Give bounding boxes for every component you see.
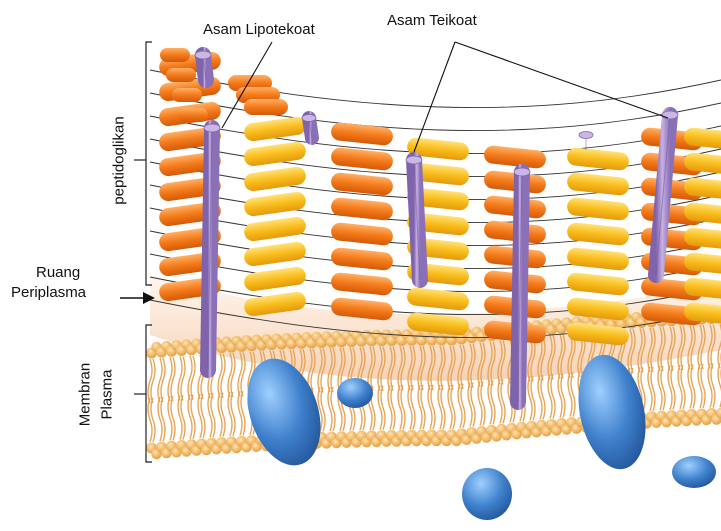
rod-cap [195, 51, 211, 59]
lipoteichoic-acid-label: Asam Lipotekoat [203, 21, 315, 39]
lipid-tail [188, 395, 195, 439]
teichoic-pointer [455, 42, 668, 118]
rod-cap [662, 111, 678, 119]
lipid-tail [538, 375, 545, 419]
lipid-tail [178, 356, 185, 400]
lipid-tail [658, 366, 665, 410]
peptidoglycan-sugar [166, 68, 196, 82]
peptidoglycan-sugar [243, 166, 307, 192]
peptidoglycan-sugar [243, 266, 307, 292]
peptidoglycan-sugar [160, 48, 190, 62]
peptidoglycan-sugar [243, 141, 307, 167]
lipid-tail [458, 384, 465, 428]
lipid-tail [168, 357, 175, 401]
lipid-tail [238, 391, 245, 435]
peptidoglycan-sugar [566, 172, 630, 196]
peptidoglycan-sugar [406, 287, 470, 311]
membrane-protein [462, 468, 512, 520]
rod-cap [406, 156, 422, 164]
peptidoglycan-sugar [330, 247, 394, 271]
lipid-tail [428, 385, 435, 429]
peptidoglycan-sugar [483, 145, 547, 169]
lipid-tail [158, 358, 165, 402]
lipid-tail [388, 386, 395, 430]
membrane-label-line1: Membran [77, 355, 94, 435]
lipid-tail [208, 393, 215, 437]
lipid-tail [148, 359, 155, 403]
teichoic-pointer [414, 42, 455, 152]
lipid-tail [668, 366, 675, 410]
peptidoglycan-label: peptidoglikan [111, 101, 128, 221]
peptidoglycan-sugar [330, 122, 394, 146]
lipid-tail [478, 382, 485, 426]
lipid-tail [568, 373, 575, 417]
lipid-tail [228, 353, 235, 397]
rod-cap [204, 124, 220, 132]
peptide-crosslink [150, 93, 721, 131]
membrane-label-line2: Plasma [99, 355, 116, 435]
lipid-tail [398, 385, 405, 429]
peptidoglycan-sugar [330, 197, 394, 221]
peptidoglycan-sugar [244, 99, 288, 115]
lipid-tail [418, 385, 425, 429]
peptidoglycan-sugar [243, 216, 307, 242]
lipid-tail [328, 387, 335, 431]
peptidoglycan-sugar [243, 191, 307, 217]
peptidoglycan-sugar [243, 116, 307, 142]
lipid-tail [218, 393, 225, 437]
peptidoglycan-sugar [178, 108, 208, 122]
lipid-tail [688, 364, 695, 408]
lipid-tail [158, 397, 165, 441]
peptidoglycan-sugar [330, 272, 394, 296]
lipid-tail [168, 396, 175, 440]
lipid-tail [198, 394, 205, 438]
lipid-tail [698, 364, 705, 408]
lipid-tail [148, 398, 155, 442]
lipid-tail [228, 392, 235, 436]
peptidoglycan-sugar [330, 222, 394, 246]
rod-cap [514, 168, 530, 176]
periplasm-label-line1: Ruang [36, 264, 80, 282]
lipid-tail [438, 385, 445, 429]
membrane-protein [672, 456, 716, 488]
lipid-tail [648, 367, 655, 411]
lipid-tail [528, 376, 535, 420]
periplasm-arrow [120, 292, 155, 304]
lipid-tail [408, 385, 415, 429]
peptidoglycan-sugar [566, 272, 630, 296]
lipid-tail [708, 364, 715, 408]
lipid-tail [218, 354, 225, 398]
lipid-tail [488, 380, 495, 424]
peptidoglycan-bracket [146, 42, 152, 285]
peptidoglycan-sugar [330, 172, 394, 196]
periplasm-label-line2: Periplasma [11, 284, 86, 302]
lipid-tail [178, 395, 185, 439]
lipid-tail [448, 385, 455, 429]
lipid-tail [188, 356, 195, 400]
lipid-tail [678, 365, 685, 409]
lipid-tail [498, 379, 505, 423]
peptidoglycan-sugar [566, 222, 630, 246]
peptidoglycan-sugar [172, 88, 202, 102]
membrane-protein [337, 378, 373, 408]
peptidoglycan-sugar [566, 147, 630, 171]
rod-cap [302, 115, 316, 122]
lipid-tail [548, 374, 555, 418]
rod-cap [579, 132, 593, 139]
lipid-tail [468, 383, 475, 427]
peptidoglycan-sugar [566, 247, 630, 271]
lipid-tail [558, 374, 565, 418]
teichoic-acid-label: Asam Teikoat [387, 12, 477, 30]
lipid-tail [378, 386, 385, 430]
peptidoglycan-sugar [243, 241, 307, 267]
